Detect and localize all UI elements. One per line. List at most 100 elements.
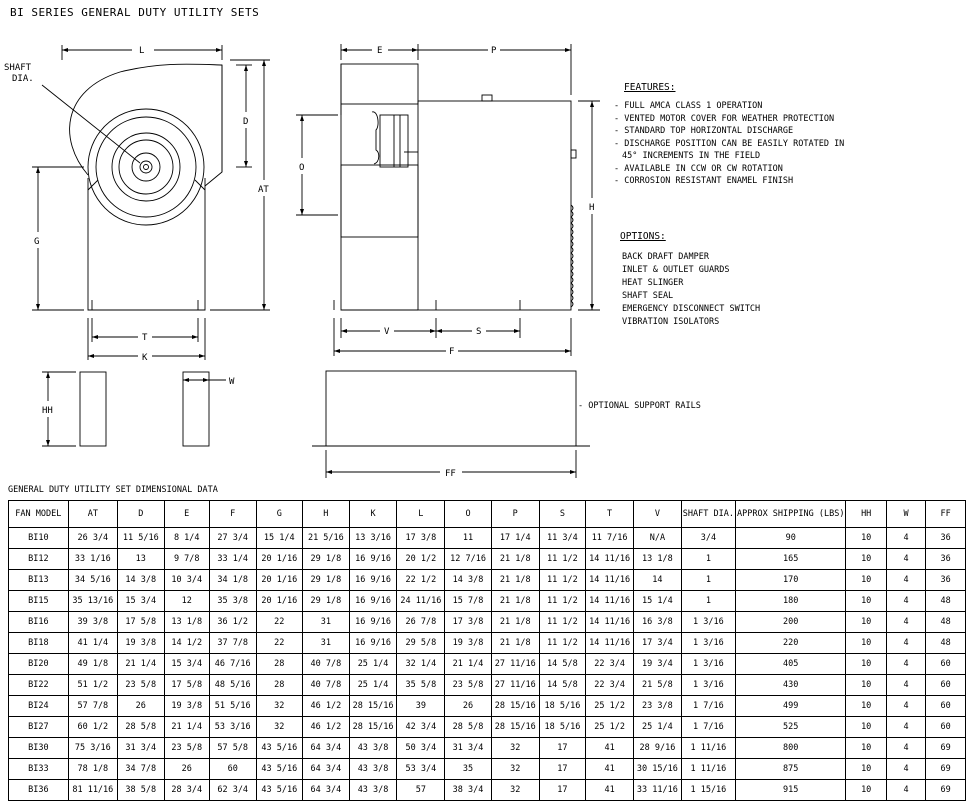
table-cell: N/A (633, 527, 682, 549)
table-cell: 4 (885, 674, 927, 696)
table-cell: 20 1/16 (255, 590, 304, 612)
table-cell: 20 1/16 (255, 548, 304, 570)
table-cell: 16 9/16 (348, 590, 398, 612)
table-cell: 1 3/16 (680, 632, 736, 654)
option-item: INLET & OUTLET GUARDS (622, 265, 730, 275)
table-cell: 14 11/16 (585, 569, 634, 591)
table-cell: 13 3/16 (348, 527, 398, 549)
table-cell: 11 (444, 527, 492, 549)
table-cell: 46 7/16 (208, 653, 257, 675)
dim-W: W (229, 377, 235, 387)
table-cell: 14 1/2 (163, 632, 210, 654)
table-cell: 34 7/8 (116, 758, 165, 780)
table-cell: 36 (925, 527, 966, 549)
table-cell: 49 1/8 (67, 653, 118, 675)
table-cell: 26 (444, 695, 492, 717)
table-cell: 69 (925, 779, 966, 801)
features-heading: FEATURES: (624, 82, 676, 93)
options-heading: OPTIONS: (620, 231, 666, 242)
table-cell: 10 (845, 674, 887, 696)
table-cell: 25 1/2 (585, 695, 634, 717)
table-cell: 69 (925, 737, 966, 759)
table-cell: 46 1/2 (302, 716, 350, 738)
table-cell: 21 1/8 (490, 611, 540, 633)
table-cell: 15 3/4 (163, 653, 210, 675)
table-cell: 28 5/8 (116, 716, 165, 738)
table-cell: 11 1/2 (538, 569, 587, 591)
table-cell: 14 5/8 (538, 653, 587, 675)
dim-E: E (377, 46, 382, 56)
table-cell: BI30 (8, 737, 69, 759)
front-view (32, 45, 270, 360)
table-cell: 8 1/4 (163, 527, 210, 549)
table-cell: 16 9/16 (348, 569, 398, 591)
table-cell: 1 3/16 (680, 611, 736, 633)
table-cell: 4 (885, 548, 927, 570)
table-cell: 42 3/4 (396, 716, 446, 738)
table-cell: 90 (734, 527, 847, 549)
table-cell: BI24 (8, 695, 69, 717)
feature-item: - FULL AMCA CLASS 1 OPERATION (614, 101, 763, 111)
table-cell: 26 (163, 758, 210, 780)
table-cell: 13 1/8 (163, 611, 210, 633)
table-cell: 4 (885, 737, 927, 759)
table-cell: 200 (734, 611, 847, 633)
table-cell: 16 9/16 (348, 548, 398, 570)
table-cell: 16 3/8 (633, 611, 682, 633)
table-cell: 39 (396, 695, 446, 717)
table-cell: 9 7/8 (163, 548, 210, 570)
table-cell: 10 (845, 716, 887, 738)
table-cell: 29 1/8 (302, 590, 350, 612)
table-cell: 23 3/8 (633, 695, 682, 717)
table-cell: 40 7/8 (302, 653, 350, 675)
table-cell: 25 1/4 (633, 716, 682, 738)
table-cell: BI33 (8, 758, 69, 780)
column-header: S (538, 500, 587, 528)
table-cell: 4 (885, 653, 927, 675)
table-cell: 10 (845, 527, 887, 549)
table-cell: 4 (885, 695, 927, 717)
table-cell: 430 (734, 674, 847, 696)
table-cell: 33 1/16 (67, 548, 118, 570)
table-cell: 33 1/4 (208, 548, 257, 570)
table-cell: 22 (255, 632, 304, 654)
table-cell: 31 3/4 (116, 737, 165, 759)
table-cell: BI13 (8, 569, 69, 591)
table-cell: 25 1/2 (585, 716, 634, 738)
table-cell: 46 1/2 (302, 695, 350, 717)
table-cell: 10 (845, 758, 887, 780)
table-cell: 62 3/4 (208, 779, 257, 801)
table-cell: 29 1/8 (302, 569, 350, 591)
table-cell: 21 1/4 (116, 653, 165, 675)
table-cell: 11 3/4 (538, 527, 587, 549)
option-item: SHAFT SEAL (622, 291, 674, 301)
column-header: APPROX SHIPPING (LBS) (734, 500, 847, 528)
table-cell: 48 (925, 632, 966, 654)
table-cell: 32 (490, 737, 540, 759)
table-cell: 32 (255, 695, 304, 717)
table-cell: 14 11/16 (585, 548, 634, 570)
table-cell: 13 (116, 548, 165, 570)
table-cell: 170 (734, 569, 847, 591)
column-header: SHAFT DIA. (680, 500, 736, 528)
page-title: BI SERIES GENERAL DUTY UTILITY SETS (10, 6, 260, 19)
table-cell: 29 1/8 (302, 548, 350, 570)
column-header: F (208, 500, 257, 528)
table-cell: 16 9/16 (348, 632, 398, 654)
table-cell: 23 5/8 (163, 737, 210, 759)
column-header: E (163, 500, 210, 528)
table-cell: 23 5/8 (116, 674, 165, 696)
table-cell: 12 (163, 590, 210, 612)
table-cell: 16 9/16 (348, 611, 398, 633)
table-cell: BI20 (8, 653, 69, 675)
table-cell: BI36 (8, 779, 69, 801)
dim-HH: HH (42, 406, 53, 416)
dim-F: F (449, 347, 454, 357)
